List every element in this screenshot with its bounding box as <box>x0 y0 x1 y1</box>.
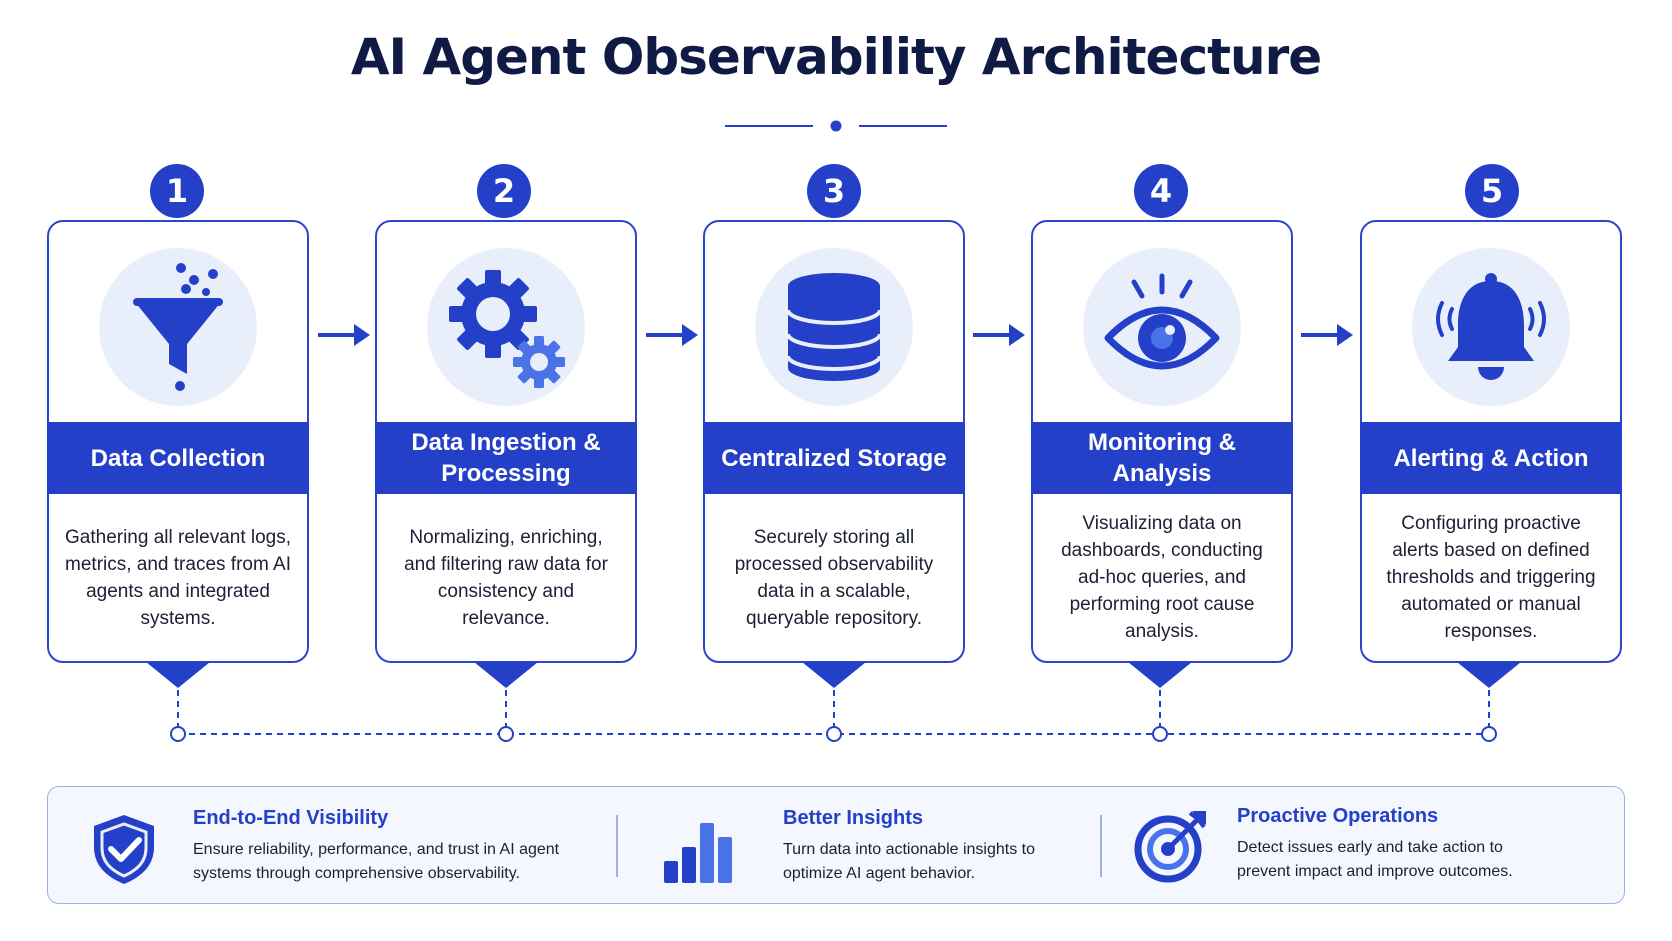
benefit-end-to-end-visibility: End-to-End Visibility Ensure reliability… <box>48 787 608 905</box>
step-number-3: 3 <box>807 164 861 218</box>
timeline-connector <box>170 690 1497 742</box>
card-pointer <box>802 662 866 688</box>
gears-icon <box>427 248 585 406</box>
flow-arrow-icon <box>318 324 370 346</box>
step-description: Securely storing all processed observabi… <box>734 526 934 629</box>
target-icon <box>1134 811 1206 883</box>
step-number-1: 1 <box>150 164 204 218</box>
flow-arrow-icon <box>973 324 1025 346</box>
flow-arrow-icon <box>1301 324 1353 346</box>
step-card-centralized-storage: Centralized Storage Securely storing all… <box>703 220 965 663</box>
card-pointer <box>474 662 538 688</box>
step-title: Data Collection <box>47 422 309 494</box>
step-number-5: 5 <box>1465 164 1519 218</box>
step-description: Visualizing data on dashboards, conducti… <box>1061 513 1263 642</box>
title-divider <box>725 120 947 132</box>
eye-icon <box>1083 248 1241 406</box>
step-description: Normalizing, enriching, and filtering ra… <box>404 526 608 629</box>
step-title: Monitoring & Analysis <box>1031 422 1293 494</box>
step-card-monitoring-analysis: Monitoring & Analysis Visualizing data o… <box>1031 220 1293 663</box>
benefit-proactive-operations: Proactive Operations Detect issues early… <box>1112 787 1612 905</box>
benefit-better-insights: Better Insights Turn data into actionabl… <box>628 787 1108 905</box>
benefit-separator <box>1100 815 1102 877</box>
step-card-alerting-action: Alerting & Action Configuring proactive … <box>1360 220 1622 663</box>
step-description: Configuring proactive alerts based on de… <box>1386 513 1596 642</box>
card-pointer <box>1457 662 1521 688</box>
bell-icon <box>1412 248 1570 406</box>
benefit-text: Detect issues early and take action to p… <box>1237 839 1513 880</box>
step-card-data-collection: Data Collection Gathering all relevant l… <box>47 220 309 663</box>
page-title: AI Agent Observability Architecture <box>350 28 1322 86</box>
benefits-panel: End-to-End Visibility Ensure reliability… <box>47 786 1625 904</box>
bar-chart-icon <box>664 823 732 883</box>
step-description: Gathering all relevant logs, metrics, an… <box>65 526 292 629</box>
flow-arrow-icon <box>646 324 698 346</box>
card-pointer <box>146 662 210 688</box>
benefit-text: Turn data into actionable insights to op… <box>783 841 1036 882</box>
database-icon <box>755 248 913 406</box>
step-number-2: 2 <box>477 164 531 218</box>
benefit-title: Better Insights <box>783 807 924 829</box>
shield-check-icon <box>94 815 154 884</box>
benefit-text: Ensure reliability, performance, and tru… <box>193 841 560 882</box>
step-title: Data Ingestion & Processing <box>375 422 637 494</box>
step-card-data-ingestion: Data Ingestion & Processing Normalizing,… <box>375 220 637 663</box>
card-pointer <box>1128 662 1192 688</box>
step-title: Alerting & Action <box>1360 422 1622 494</box>
benefit-separator <box>616 815 618 877</box>
benefit-title: Proactive Operations <box>1237 805 1439 827</box>
benefit-title: End-to-End Visibility <box>193 807 389 829</box>
funnel-icon <box>99 248 257 406</box>
step-title: Centralized Storage <box>703 422 965 494</box>
step-number-4: 4 <box>1134 164 1188 218</box>
